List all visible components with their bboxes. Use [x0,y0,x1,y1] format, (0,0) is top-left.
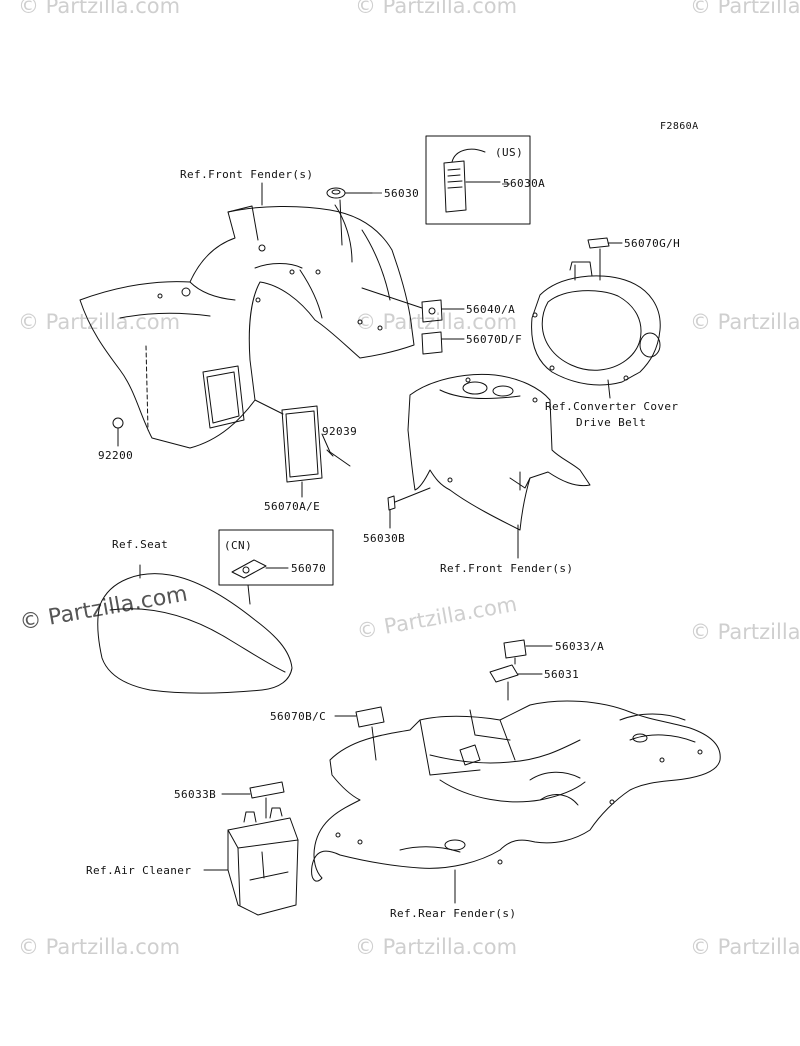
clip-92039 [329,451,351,467]
label-92039: 92039 [322,425,358,438]
seat-part [97,564,293,694]
watermark: © Partzilla.com [355,310,518,334]
grommet-92200 [112,417,124,429]
label-ref-rear-fender: Ref.Rear Fender(s) [390,907,517,920]
label-56070: 56070 [291,562,327,575]
label-56070gh [587,237,610,249]
watermark: © Partzilla.com [690,620,800,644]
label-56070b-c: 56070B/C [270,710,327,723]
label-56033b: 56033B [174,788,217,801]
diagram-code: F2860A [660,121,699,132]
front-fender-middle-part [407,373,591,531]
label-ref-converter-cover: Ref.Converter Cover [545,400,679,413]
label-56033-a: 56033/A [555,640,605,653]
label-56031: 56031 [544,668,580,681]
watermark: © Partzilla.com [18,0,181,18]
label-56070a-e: 56070A/E [264,500,321,513]
label-us: (US) [495,146,524,159]
label-ref-air-cleaner: Ref.Air Cleaner [86,864,192,877]
label-ref-front-fender-top: Ref.Front Fender(s) [180,168,314,181]
label-56030a: 56030A [503,177,546,190]
label-56033a [503,639,527,659]
cn-box [218,529,334,586]
label-56030b: 56030B [363,532,406,545]
us-box [425,135,531,225]
label-56070df [421,331,443,355]
watermark: © Partzilla.com [690,0,800,18]
watermark: © Partzilla.com [690,935,800,959]
label-56070g-h: 56070G/H [624,237,681,250]
label-ref-seat: Ref.Seat [112,538,169,551]
watermark: © Partzilla.com [355,0,518,18]
label-56040a [421,299,443,323]
label-56070d-f: 56070D/F [466,333,523,346]
label-drive-belt: Drive Belt [576,416,647,429]
label-56070ae [281,405,323,483]
front-fender-top-part [79,204,415,449]
label-cn: (CN) [224,539,253,552]
watermark: © Partzilla.com [690,310,800,334]
label-92200: 92200 [98,449,134,462]
label-56033b [249,781,285,799]
watermark: © Partzilla.com [355,935,518,959]
rear-fender-part [311,700,721,882]
label-56031 [489,664,519,683]
label-56030b [387,495,396,511]
label-56070bc [355,706,385,728]
label-56030: 56030 [384,187,420,200]
converter-cover [531,261,661,386]
watermark: © Partzilla.com [18,935,181,959]
label-56040-a: 56040/A [466,303,516,316]
air-cleaner-part [227,807,299,916]
label-ref-front-fender-bottom: Ref.Front Fender(s) [440,562,574,575]
